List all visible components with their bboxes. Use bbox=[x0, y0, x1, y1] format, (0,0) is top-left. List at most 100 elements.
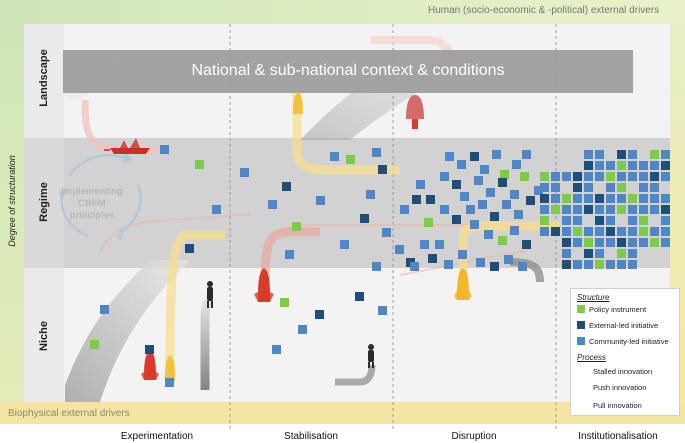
community-initiative-square bbox=[272, 345, 281, 354]
community-initiative-square bbox=[628, 161, 637, 170]
policy-instrument-square bbox=[595, 260, 604, 269]
community-initiative-square bbox=[510, 190, 519, 199]
community-initiative-square bbox=[584, 227, 593, 236]
policy-instrument-square bbox=[617, 183, 626, 192]
community-initiative-square bbox=[480, 165, 489, 174]
external-initiative-square bbox=[606, 227, 615, 236]
external-initiative-square bbox=[282, 182, 291, 191]
external-initiative-square bbox=[490, 262, 499, 271]
phase-axis-strip bbox=[0, 424, 685, 443]
policy-instrument-square bbox=[540, 172, 549, 181]
external-initiative-square bbox=[595, 194, 604, 203]
community-initiative-square bbox=[410, 262, 419, 271]
external-initiative-square bbox=[185, 244, 194, 253]
phase-experimentation: Experimentation bbox=[120, 431, 194, 442]
cycle-line-1: Implementing bbox=[61, 186, 123, 197]
community-initiative-square bbox=[165, 378, 174, 387]
policy-instrument-square bbox=[292, 222, 301, 231]
community-initiative-square bbox=[628, 172, 637, 181]
legend-stalled-label: Stalled innovation bbox=[593, 367, 653, 376]
external-initiative-square bbox=[562, 238, 571, 247]
community-initiative-square bbox=[639, 238, 648, 247]
biophysical-driver-band bbox=[0, 402, 685, 424]
external-initiative-square bbox=[378, 165, 387, 174]
y-axis-label: Degree of structuration bbox=[7, 155, 17, 247]
community-initiative-square bbox=[562, 249, 571, 258]
community-initiative-square bbox=[606, 161, 615, 170]
community-initiative-square bbox=[661, 150, 670, 159]
pull-pathway bbox=[292, 90, 400, 175]
community-initiative-square bbox=[595, 249, 604, 258]
community-initiative-square bbox=[628, 260, 637, 269]
community-initiative-square bbox=[416, 180, 425, 189]
community-initiative-square bbox=[378, 306, 387, 315]
community-initiative-square bbox=[584, 194, 593, 203]
community-initiative-square bbox=[617, 194, 626, 203]
external-initiative-square bbox=[562, 260, 571, 269]
policy-instrument-square bbox=[650, 238, 659, 247]
legend-external-label: External-led initiative bbox=[589, 321, 659, 330]
policy-instrument-square bbox=[606, 172, 615, 181]
community-initiative-square bbox=[606, 238, 615, 247]
community-initiative-square bbox=[458, 250, 467, 259]
ship-icon bbox=[104, 138, 150, 154]
rocket-icon bbox=[254, 268, 274, 302]
community-initiative-square bbox=[382, 228, 391, 237]
human-driver-band bbox=[0, 0, 685, 24]
legend-policy-swatch bbox=[577, 305, 585, 313]
community-initiative-square bbox=[650, 183, 659, 192]
community-initiative-square bbox=[617, 260, 626, 269]
community-initiative-square bbox=[492, 150, 501, 159]
policy-instrument-square bbox=[573, 227, 582, 236]
community-initiative-square bbox=[476, 258, 485, 267]
external-initiative-square bbox=[498, 178, 507, 187]
community-initiative-square bbox=[400, 205, 409, 214]
external-initiative-square bbox=[540, 194, 549, 203]
community-initiative-square bbox=[650, 194, 659, 203]
community-initiative-square bbox=[395, 245, 404, 254]
external-initiative-square bbox=[551, 227, 560, 236]
external-initiative-square bbox=[522, 240, 531, 249]
community-initiative-square bbox=[298, 325, 307, 334]
community-initiative-square bbox=[639, 172, 648, 181]
community-initiative-square bbox=[470, 220, 479, 229]
external-initiative-square bbox=[360, 214, 369, 223]
pull-pathway bbox=[165, 230, 225, 383]
community-initiative-square bbox=[340, 240, 349, 249]
policy-instrument-square bbox=[346, 155, 355, 164]
human-drivers-label: Human (socio-economic & -political) exte… bbox=[428, 5, 660, 16]
community-initiative-square bbox=[534, 186, 543, 195]
stalled-person-icon bbox=[368, 344, 374, 368]
external-initiative-square bbox=[661, 161, 670, 170]
community-initiative-square bbox=[639, 194, 648, 203]
community-initiative-square bbox=[595, 205, 604, 214]
community-initiative-square bbox=[661, 172, 670, 181]
phase-stabilisation: Stabilisation bbox=[284, 431, 338, 442]
community-initiative-square bbox=[661, 194, 670, 203]
external-initiative-square bbox=[315, 310, 324, 319]
external-initiative-square bbox=[452, 180, 461, 189]
community-initiative-square bbox=[512, 160, 521, 169]
left-driver-band bbox=[0, 0, 24, 425]
community-initiative-square bbox=[457, 160, 466, 169]
community-initiative-square bbox=[661, 238, 670, 247]
community-initiative-square bbox=[240, 168, 249, 177]
band-label-landscape: Landscape bbox=[38, 49, 50, 107]
community-initiative-square bbox=[573, 216, 582, 225]
community-initiative-square bbox=[435, 240, 444, 249]
cycle-line-2: CBFM bbox=[78, 198, 106, 209]
community-initiative-square bbox=[486, 188, 495, 197]
community-initiative-square bbox=[606, 205, 615, 214]
community-initiative-square bbox=[502, 200, 511, 209]
structure-squares bbox=[90, 145, 670, 387]
community-initiative-square bbox=[504, 255, 513, 264]
community-initiative-square bbox=[584, 172, 593, 181]
rocket-icon bbox=[141, 350, 159, 380]
community-initiative-square bbox=[562, 172, 571, 181]
community-initiative-square bbox=[595, 238, 604, 247]
community-initiative-square bbox=[573, 205, 582, 214]
community-initiative-square bbox=[478, 200, 487, 209]
community-initiative-square bbox=[617, 227, 626, 236]
rocket-icon bbox=[454, 268, 472, 300]
phase-disruption: Disruption bbox=[451, 431, 497, 442]
